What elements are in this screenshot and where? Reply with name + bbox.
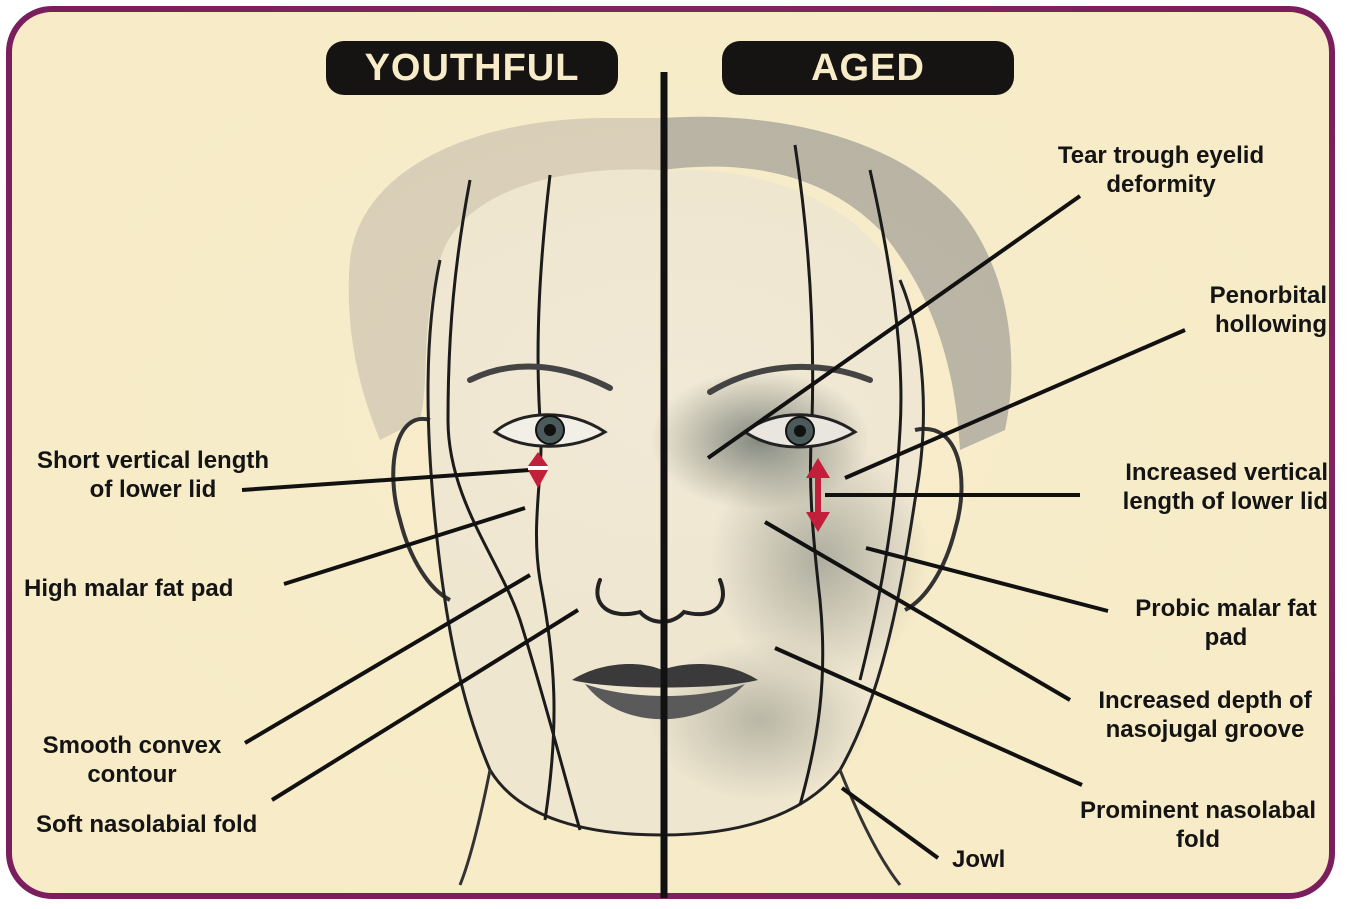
label-jowl: Jowl bbox=[952, 845, 1005, 874]
label-smooth-convex-contour: Smooth convex contour bbox=[26, 731, 238, 789]
label-increased-vertical-length: Increased vertical length of lower lid bbox=[1082, 458, 1328, 516]
label-high-malar-fat-pad: High malar fat pad bbox=[24, 574, 233, 603]
label-tear-trough: Tear trough eyelid deformity bbox=[1040, 141, 1282, 199]
label-short-vertical-length: Short vertical length of lower lid bbox=[22, 446, 284, 504]
label-periorbital-hollowing: Penorbital hollowing bbox=[1150, 281, 1327, 339]
label-prominent-nasolabial-fold: Prominent nasolabal fold bbox=[1060, 796, 1336, 854]
label-nasojugal-groove: Increased depth of nasojugal groove bbox=[1076, 686, 1334, 744]
label-ptotic-malar-fat-pad: Probic malar fat pad bbox=[1116, 594, 1336, 652]
youthful-header: YOUTHFUL bbox=[326, 41, 618, 95]
label-soft-nasolabial-fold: Soft nasolabial fold bbox=[36, 810, 257, 839]
aged-header: AGED bbox=[722, 41, 1014, 95]
aged-jowl-shadow bbox=[650, 640, 870, 800]
